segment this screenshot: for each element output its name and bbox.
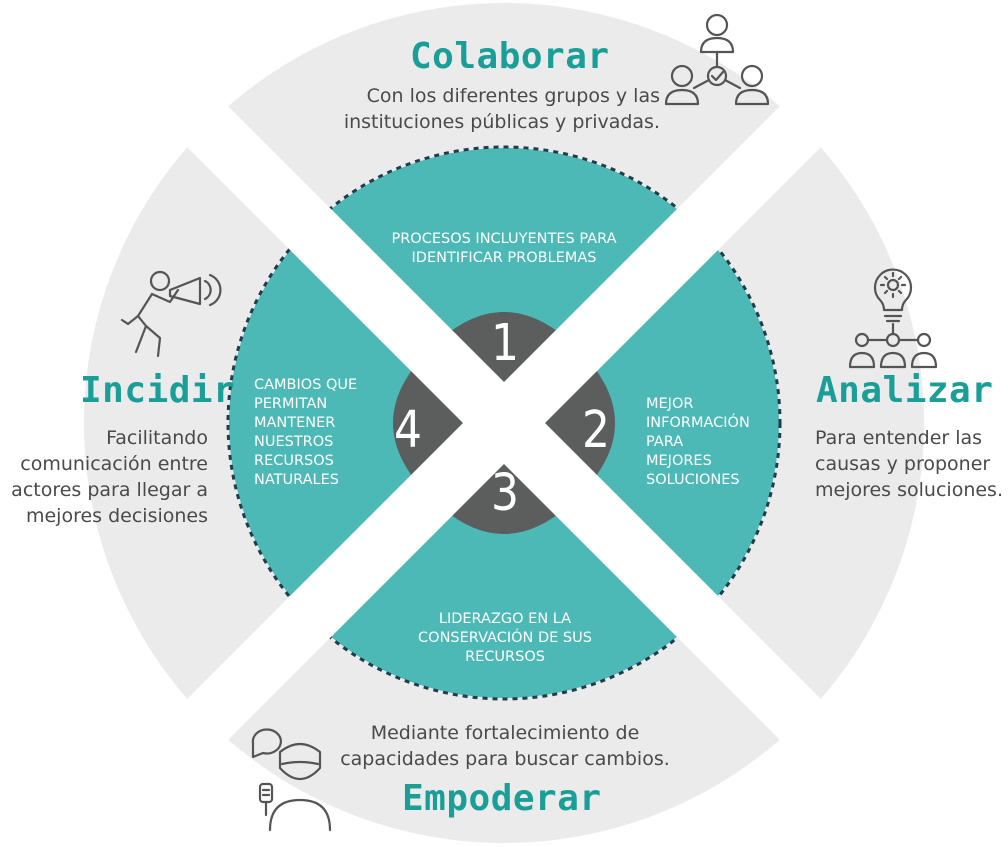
desc-analizar: Para entender las causas y proponer mejo… (815, 425, 1005, 503)
quadrant-4-text: CAMBIOS QUE PERMITAN MANTENER NUESTROS R… (254, 376, 384, 490)
quadrant-line: MANTENER (254, 415, 336, 431)
number-1: 1 (491, 314, 519, 373)
quadrant-line: PARA (646, 434, 684, 450)
lightbulb-network-icon (848, 268, 938, 369)
desc-line: comunicación entre (20, 453, 208, 475)
desc-line: causas y proponer (815, 453, 991, 475)
group-network-icon (664, 13, 770, 106)
quadrant-line: MEJOR (646, 396, 694, 412)
dashed-border (226, 145, 782, 701)
desc-incidir: Facilitando comunicación entre actores p… (2, 425, 208, 529)
speaker-person-icon (251, 728, 332, 832)
number-3: 3 (491, 464, 519, 523)
divider-diagonal-b (143, 62, 865, 784)
quadrant-line: RECURSOS (465, 649, 545, 665)
desc-colaborar: Con los diferentes grupos y las instituc… (340, 83, 660, 135)
petal-3 (430, 423, 578, 534)
desc-line: Para entender las (815, 427, 983, 449)
desc-line: actores para llegar a (11, 479, 208, 501)
petal-1 (430, 312, 578, 423)
desc-line: instituciones públicas y privadas. (343, 111, 660, 133)
quadrant-line: INFORMACIÓN (646, 415, 750, 431)
quadrant-line: SOLUCIONES (646, 472, 740, 488)
quadrant-line: CAMBIOS QUE (254, 377, 358, 393)
desc-line: capacidades para buscar cambios. (340, 748, 670, 770)
title-incidir: Incidir (80, 370, 236, 411)
quadrant-line: NUESTROS (254, 434, 334, 450)
quadrant-line: CONSERVACIÓN DE SUS (418, 630, 592, 646)
quadrant-2-text: MEJOR INFORMACIÓN PARA MEJORES SOLUCIONE… (646, 395, 776, 490)
quadrant-3-text: LIDERAZGO EN LA CONSERVACIÓN DE SUS RECU… (380, 610, 630, 667)
quadrant-1-text: PROCESOS INCLUYENTES PARA IDENTIFICAR PR… (354, 230, 654, 268)
title-analizar: Analizar (816, 370, 994, 411)
quadrant-line: IDENTIFICAR PROBLEMAS (411, 250, 597, 266)
quadrant-line: PROCESOS INCLUYENTES PARA (391, 231, 617, 247)
quadrant-line: PERMITAN (254, 396, 328, 412)
petal-2 (504, 349, 615, 497)
quadrant-line: MEJORES (646, 453, 712, 469)
number-4: 4 (394, 401, 422, 460)
megaphone-person-icon (120, 270, 222, 358)
quadrant-line: NATURALES (254, 472, 339, 488)
desc-line: Facilitando (106, 427, 208, 449)
desc-line: Mediante fortalecimiento de (370, 722, 640, 744)
quadrant-line: RECURSOS (254, 453, 334, 469)
quadrant-line: LIDERAZGO EN LA (438, 611, 572, 627)
title-empoderar: Empoderar (402, 778, 602, 819)
number-2: 2 (582, 401, 610, 460)
desc-empoderar: Mediante fortalecimiento de capacidades … (335, 720, 675, 772)
title-colaborar: Colaborar (410, 36, 610, 77)
petal-4 (393, 349, 504, 497)
desc-line: mejores decisiones (25, 505, 208, 527)
desc-line: Con los diferentes grupos y las (366, 85, 660, 107)
desc-line: mejores soluciones. (815, 479, 1003, 501)
